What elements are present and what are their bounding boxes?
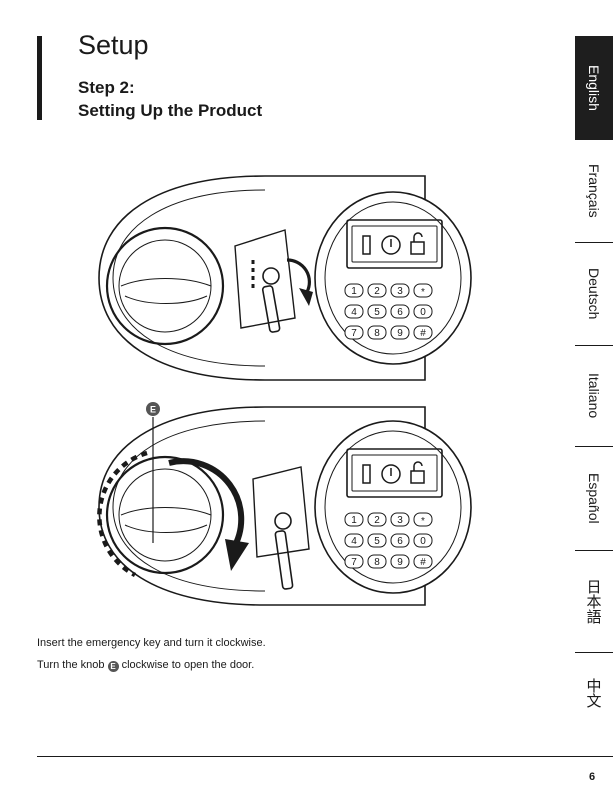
keypad-panel [315, 421, 471, 593]
keypad-key: 2 [368, 284, 386, 297]
keypad-key: 4 [345, 534, 363, 547]
section-subtitle: Step 2: Setting Up the Product [78, 76, 262, 122]
keypad-key-label: * [421, 287, 425, 298]
keypad-key: 5 [368, 305, 386, 318]
keypad-key-label: 4 [351, 536, 357, 547]
keypad-key: * [414, 284, 432, 298]
instruction-line-2: Turn the knob E clockwise to open the do… [37, 654, 266, 676]
language-tab-label: Deutsch [586, 268, 602, 319]
step-label: Step 2: [78, 78, 135, 97]
keypad-key-label: 2 [374, 286, 380, 297]
safe-illustration-knob: E 1 2 3 * 4 5 6 0 7 8 9 [85, 393, 485, 615]
keypad-key-label: 3 [397, 515, 403, 526]
language-tab-japanese[interactable]: 日本語 [575, 551, 613, 652]
keypad-key-label: 5 [374, 536, 380, 547]
safe-illustration-key: 1 2 3 * 4 5 6 0 7 8 9 # [85, 168, 485, 390]
keypad-key: 2 [368, 513, 386, 526]
keypad-key-label: # [420, 557, 426, 568]
language-tab-label: English [586, 65, 602, 111]
keypad-key-label: 1 [351, 515, 357, 526]
page-number: 6 [589, 771, 595, 783]
keypad-key-label: 8 [374, 328, 380, 339]
language-tab-label: Italiano [586, 373, 602, 418]
keypad-key-label: 8 [374, 557, 380, 568]
page-title: Setup [78, 30, 149, 61]
language-tabs: English Français Deutsch Italiano Españo… [575, 36, 613, 732]
language-tab-chinese[interactable]: 中文 [575, 653, 613, 732]
keypad-key: 5 [368, 534, 386, 547]
footer-divider [37, 756, 613, 757]
keypad-key-label: 5 [374, 307, 380, 318]
keypad-panel [315, 192, 471, 364]
instruction-line-1: Insert the emergency key and turn it clo… [37, 632, 266, 654]
language-tab-label: 日本語 [584, 579, 605, 624]
keypad-key-label: 3 [397, 286, 403, 297]
language-tab-label: Español [586, 473, 602, 524]
keypad-key: 7 [345, 555, 363, 568]
step-title: Setting Up the Product [78, 101, 262, 120]
keypad-key: 0 [414, 534, 432, 547]
instructions: Insert the emergency key and turn it clo… [37, 632, 266, 676]
keypad-key-label: 9 [397, 328, 403, 339]
keypad-key-label: * [421, 516, 425, 527]
keypad-key: 7 [345, 326, 363, 339]
keypad-key-label: 0 [420, 307, 426, 318]
header-accent-bar [37, 36, 42, 120]
keyhole [275, 513, 291, 529]
keypad-key: 9 [391, 555, 409, 568]
keypad-key-label: 6 [397, 307, 403, 318]
arrow-head [299, 288, 313, 306]
language-tab-italiano[interactable]: Italiano [575, 346, 613, 446]
keypad-key-label: 0 [420, 536, 426, 547]
keypad-key: # [414, 555, 432, 568]
keypad-key: 0 [414, 305, 432, 318]
language-tab-label: 中文 [584, 678, 605, 708]
keyhole [263, 268, 279, 284]
door-knob [107, 457, 223, 573]
keypad-key: 1 [345, 513, 363, 526]
keypad-key: 6 [391, 305, 409, 318]
language-tab-deutsch[interactable]: Deutsch [575, 243, 613, 345]
instruction-text: Turn the knob [37, 659, 104, 671]
keypad-key-label: 1 [351, 286, 357, 297]
lock-plate [253, 467, 309, 557]
language-tab-espanol[interactable]: Español [575, 447, 613, 550]
keypad-key: 1 [345, 284, 363, 297]
keypad-key-label: 6 [397, 536, 403, 547]
keypad-key-label: 2 [374, 515, 380, 526]
language-tab-label: Français [586, 164, 602, 218]
arrow-head [225, 539, 249, 571]
emergency-key [262, 285, 280, 332]
callout-e: E [146, 402, 160, 416]
keypad-key-label: 9 [397, 557, 403, 568]
keypad-key-label: 7 [351, 328, 357, 339]
keypad-key: 3 [391, 513, 409, 526]
language-tab-francais[interactable]: Français [575, 140, 613, 242]
language-tab-english[interactable]: English [575, 36, 613, 140]
emergency-key [275, 531, 293, 590]
lock-plate [235, 230, 295, 328]
keypad-key-label: # [420, 328, 426, 339]
keypad-key: 6 [391, 534, 409, 547]
keypad-key: # [414, 326, 432, 339]
callout-e-label: E [150, 405, 156, 415]
keypad-key: 8 [368, 555, 386, 568]
instruction-text: clockwise to open the door. [122, 659, 255, 671]
keypad-key: * [414, 513, 432, 527]
keypad-key: 9 [391, 326, 409, 339]
keypad-key-label: 7 [351, 557, 357, 568]
keypad-key-label: 4 [351, 307, 357, 318]
keypad-key: 3 [391, 284, 409, 297]
door-knob [107, 228, 223, 344]
keypad-key: 4 [345, 305, 363, 318]
keypad-key: 8 [368, 326, 386, 339]
callout-e-inline: E [108, 661, 119, 672]
